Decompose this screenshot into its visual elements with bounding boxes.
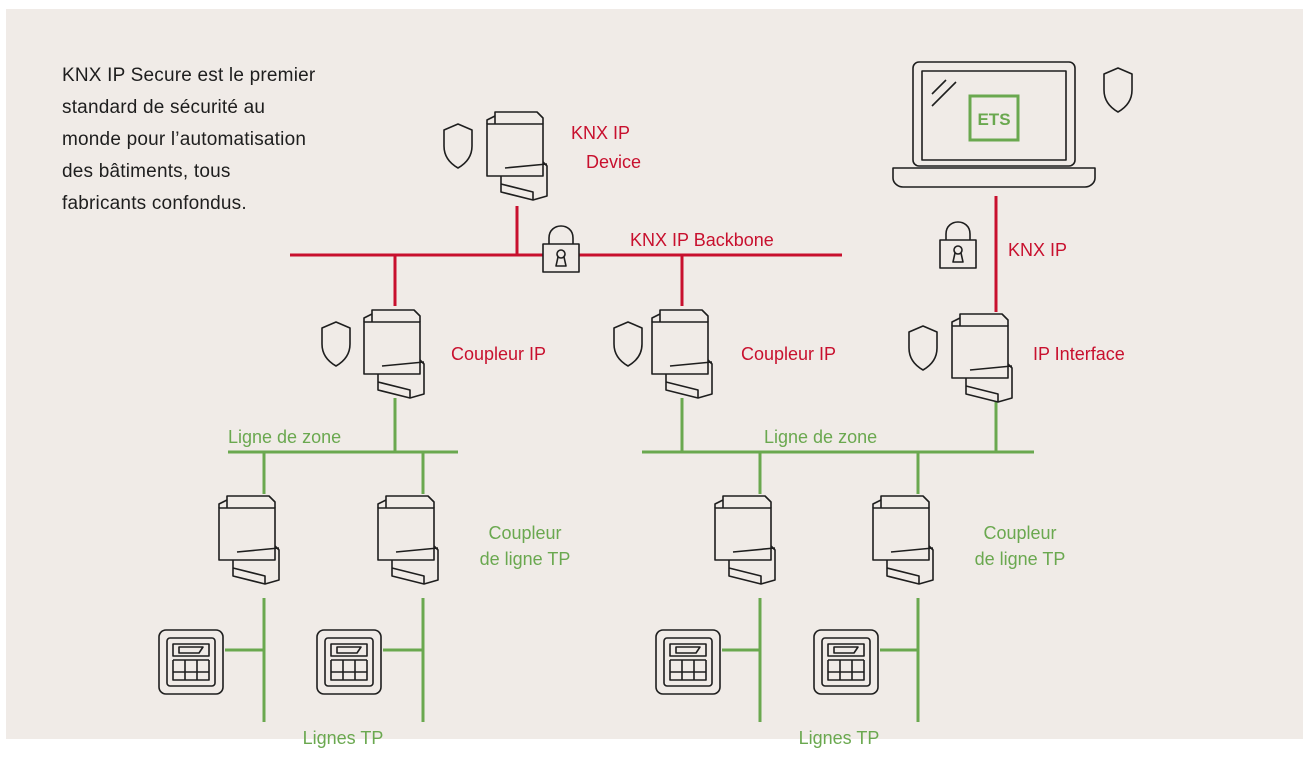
ip-coupler-icon <box>651 309 713 399</box>
tp-push-button-icon <box>813 629 879 695</box>
intro-text: KNX IP Secure est le premier standard de… <box>62 60 392 220</box>
knx-ip-device-icon <box>486 111 548 201</box>
lock-icon <box>542 225 580 273</box>
intro-line: des bâtiments, tous <box>62 161 231 182</box>
line-coupler-icon <box>872 495 934 585</box>
tp-push-button-icon <box>316 629 382 695</box>
tp-network-lines <box>225 398 1034 722</box>
line-coupler-icon <box>377 495 439 585</box>
ip-network-lines <box>290 196 998 312</box>
coupleur-ligne-label: Coupleur <box>488 523 561 543</box>
ligne-de-zone-label: Ligne de zone <box>228 427 341 447</box>
coupleur-ip-label: Coupleur IP <box>741 344 836 364</box>
shield-icon <box>613 321 643 367</box>
ligne-de-zone-label: Ligne de zone <box>764 427 877 447</box>
tp-push-button-icon <box>158 629 224 695</box>
ip-coupler-icon <box>363 309 425 399</box>
line-coupler-icon <box>218 495 280 585</box>
coupleur-ligne-label: de ligne TP <box>480 549 571 569</box>
line-coupler-icon <box>714 495 776 585</box>
intro-line: KNX IP Secure est le premier <box>62 65 316 86</box>
intro-line: fabricants confondus. <box>62 193 247 214</box>
shield-icon <box>1103 67 1133 113</box>
shield-icon <box>321 321 351 367</box>
ip-interface-icon <box>951 313 1013 403</box>
knx-ip-device-label: Device <box>586 152 641 172</box>
coupleur-ligne-label: de ligne TP <box>975 549 1066 569</box>
intro-line: standard de sécurité au <box>62 97 266 118</box>
lignes-tp-label: Lignes TP <box>303 728 384 748</box>
knx-ip-label: KNX IP <box>1008 240 1067 260</box>
ets-label: ETS <box>977 110 1010 129</box>
ets-logo-box <box>968 94 1020 142</box>
lock-icon <box>939 221 977 269</box>
intro-line: monde pour l’automatisation <box>62 129 307 150</box>
coupleur-ligne-label: Coupleur <box>983 523 1056 543</box>
knx-ip-device-label: KNX IP <box>571 123 630 143</box>
shield-icon <box>908 325 938 371</box>
shield-icon <box>443 123 473 169</box>
coupleur-ip-label: Coupleur IP <box>451 344 546 364</box>
ip-interface-label: IP Interface <box>1033 344 1125 364</box>
laptop-icon <box>892 61 1096 188</box>
knx-ip-backbone-label: KNX IP Backbone <box>630 230 774 250</box>
lignes-tp-label: Lignes TP <box>799 728 880 748</box>
tp-push-button-icon <box>655 629 721 695</box>
